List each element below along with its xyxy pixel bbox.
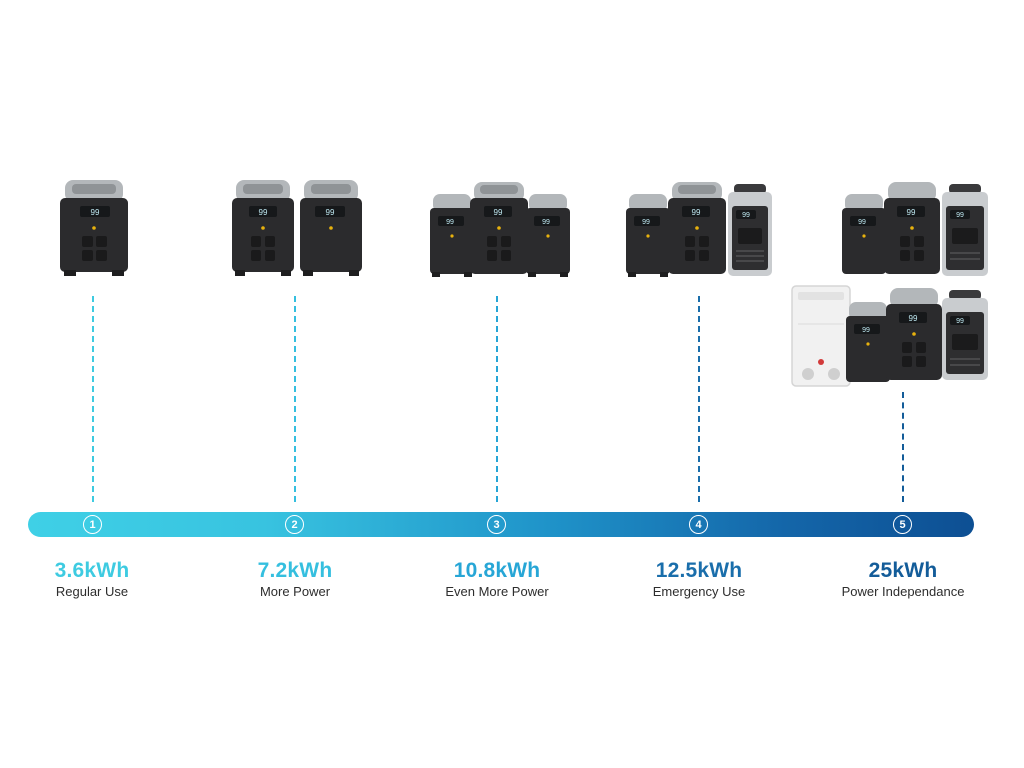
extra-battery-icon: 99 [300, 180, 362, 276]
svg-text:99: 99 [692, 208, 701, 217]
step-label-5: Power Independance [841, 584, 965, 599]
power-station-icon: 99 [884, 182, 940, 274]
step-caption-4: 12.5kWh Emergency Use [604, 558, 794, 599]
svg-text:99: 99 [642, 219, 650, 226]
step-caption-1: 3.6kWh Regular Use [0, 558, 187, 599]
power-station-icon: 99 [232, 180, 294, 276]
step-marker-2: 2 [285, 515, 304, 534]
step-label-1: Regular Use [55, 584, 129, 599]
step-marker-5: 5 [893, 515, 912, 534]
generator-icon: 99 [942, 290, 988, 380]
step-label-3: Even More Power [445, 584, 549, 599]
step-label-2: More Power [259, 584, 331, 599]
step-label-4: Emergency Use [652, 584, 746, 599]
power-station-icon: 99 [470, 182, 528, 274]
step-marker-4: 4 [689, 515, 708, 534]
svg-text:99: 99 [326, 208, 335, 217]
connector-1 [92, 296, 94, 502]
power-station-icon: 99 [886, 288, 942, 380]
step-caption-3: 10.8kWh Even More Power [402, 558, 592, 599]
extra-battery-icon: 99 [526, 194, 570, 277]
step-energy-2: 7.2kWh [257, 559, 333, 582]
svg-text:99: 99 [494, 208, 503, 217]
extra-battery-icon: 99 [846, 302, 890, 382]
svg-text:99: 99 [907, 208, 916, 217]
extra-battery-icon: 99 [430, 194, 474, 277]
connector-2 [294, 296, 296, 502]
generator-icon: 99 [942, 184, 988, 276]
svg-text:99: 99 [91, 208, 100, 217]
connector-5 [902, 392, 904, 502]
power-station-icon: 99 [60, 180, 128, 276]
step-energy-4: 12.5kWh [655, 559, 743, 582]
power-station-icon: 99 [668, 182, 726, 274]
connector-4 [698, 296, 700, 502]
svg-text:99: 99 [862, 327, 870, 334]
step-energy-1: 3.6kWh [54, 559, 130, 582]
smart-home-panel-icon [791, 285, 851, 387]
step-marker-3: 3 [487, 515, 506, 534]
extra-battery-icon: 99 [842, 194, 886, 274]
connector-3 [496, 296, 498, 502]
svg-text:99: 99 [446, 219, 454, 226]
step-marker-1: 1 [83, 515, 102, 534]
group-1-devices: 99 [58, 178, 130, 278]
step-energy-5: 25kWh [868, 559, 938, 582]
svg-text:99: 99 [956, 212, 964, 219]
generator-icon: 99 [728, 184, 772, 276]
extra-battery-icon: 99 [626, 194, 670, 277]
svg-text:99: 99 [909, 314, 918, 323]
svg-text:99: 99 [542, 219, 550, 226]
svg-text:99: 99 [742, 212, 750, 219]
svg-text:99: 99 [259, 208, 268, 217]
step-caption-2: 7.2kWh More Power [200, 558, 390, 599]
step-caption-5: 25kWh Power Independance [808, 558, 998, 599]
svg-text:99: 99 [956, 318, 964, 325]
step-energy-3: 10.8kWh [453, 559, 541, 582]
svg-text:99: 99 [858, 219, 866, 226]
